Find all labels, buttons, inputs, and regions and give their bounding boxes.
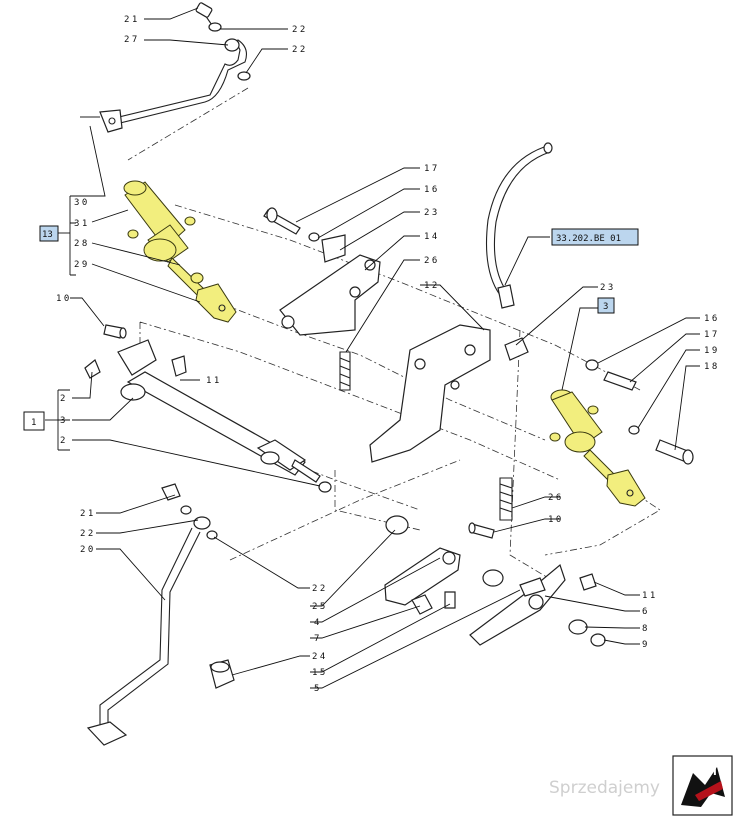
upper-cylinder-highlight (123, 180, 237, 323)
label-28: 28 (74, 239, 90, 249)
upper-rod-assembly (80, 2, 251, 133)
label-31: 31 (74, 219, 90, 229)
label-21-lower: 21 (80, 509, 96, 519)
label-24: 24 (312, 652, 328, 662)
label-2-lower: 2 (60, 436, 68, 446)
label-11-right: 11 (642, 591, 658, 601)
watermark-text: Sprzedajemy (549, 778, 660, 798)
label-3: 3 (60, 416, 68, 426)
ref-box-hose-label: 33.202.BE 01 (556, 234, 621, 244)
label-23-right: 23 (600, 283, 616, 293)
label-16-right: 16 (704, 314, 720, 324)
lower-rod-assembly (86, 483, 218, 746)
lower-linkage (209, 515, 606, 689)
label-18: 18 (704, 362, 720, 372)
watermark-suffix: .pl (701, 765, 717, 778)
ref-box-13[interactable] (39, 225, 59, 242)
label-22-lower-left: 22 (80, 529, 96, 539)
label-11-left: 11 (206, 376, 222, 386)
assembly-lines (127, 87, 661, 586)
right-fasteners (585, 359, 694, 465)
watermark: Sprzedajemy .pl (549, 755, 733, 816)
label-29: 29 (74, 260, 90, 270)
ref-box-1-label: 1 (31, 418, 36, 428)
label-22-top-b: 22 (292, 45, 308, 55)
label-30: 30 (74, 198, 90, 208)
label-21-top: 21 (124, 15, 140, 25)
label-17-right: 17 (704, 330, 720, 340)
label-5: 5 (314, 684, 322, 694)
right-bracket (369, 324, 529, 463)
label-26-centre: 26 (424, 256, 440, 266)
lower-spring-pin (468, 477, 513, 539)
label-15: 15 (312, 668, 328, 678)
label-6: 6 (642, 607, 650, 617)
label-10-left: 10 (56, 294, 72, 304)
label-2-upper: 2 (60, 394, 68, 404)
cross-shaft-assembly (84, 324, 332, 493)
label-17-centre: 17 (424, 164, 440, 174)
ref-box-3[interactable] (597, 297, 615, 314)
reference-boxes: 13 1 3 33.202.BE 01 (23, 225, 639, 431)
label-22-lower-mid: 22 (312, 584, 328, 594)
lower-cylinder-highlight (549, 389, 646, 507)
label-23-centre: 23 (424, 208, 440, 218)
label-4: 4 (314, 618, 322, 628)
label-14: 14 (424, 232, 440, 242)
label-27: 27 (124, 35, 140, 45)
ref-box-3-label: 3 (603, 302, 608, 312)
leader-lines (45, 7, 700, 689)
label-26-lower: 26 (548, 493, 564, 503)
part-labels: 21 27 22 22 30 31 28 29 10 11 2 3 2 17 1… (56, 15, 720, 694)
label-25: 25 (312, 602, 328, 612)
centre-bracket-assembly (263, 207, 381, 391)
ref-box-hose[interactable] (551, 228, 639, 246)
label-7: 7 (314, 634, 322, 644)
ref-box-1[interactable] (23, 411, 45, 431)
logo-icon (681, 767, 725, 807)
label-12: 12 (424, 281, 440, 291)
label-9: 9 (642, 640, 650, 650)
label-10-lower: 10 (548, 515, 564, 525)
label-16-centre: 16 (424, 185, 440, 195)
ref-box-13-label: 13 (42, 230, 53, 240)
label-20: 20 (80, 545, 96, 555)
label-8: 8 (642, 624, 650, 634)
hose-assembly (485, 142, 553, 309)
label-22-top-a: 22 (292, 25, 308, 35)
label-19: 19 (704, 346, 720, 356)
